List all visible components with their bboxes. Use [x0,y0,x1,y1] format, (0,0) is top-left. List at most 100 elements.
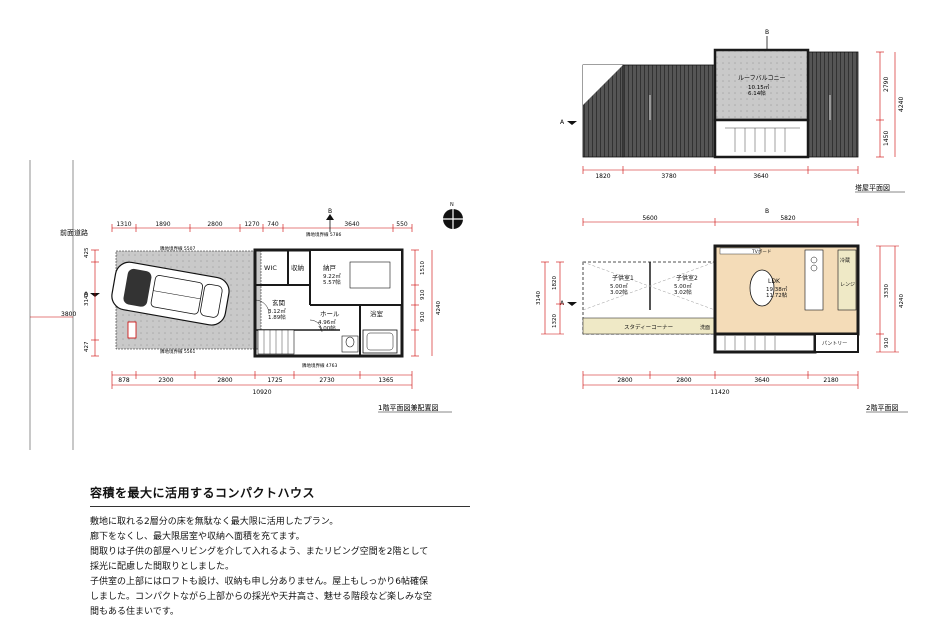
dining-table-icon [749,269,775,307]
floor1-dims-top [111,224,413,232]
floor2-dim-right-total: 4240 [899,294,905,308]
dim-bottom-total: 10920 [252,389,271,396]
kitchen-counter [804,249,824,311]
roof-dim-right-total: 4240 [898,97,905,112]
floor2-dim-bottom-total: 11420 [710,389,729,396]
section-mark-b: B [328,208,332,215]
dim-top-1: 1310 [116,221,131,228]
room-study: スタディーコーナー [624,323,673,331]
roof-dim-bottom-3: 3640 [753,173,768,180]
boundary-label-4: 隣地境界線 4763 [302,362,338,369]
room-washroom: 洗面 [700,324,710,331]
room-ldk: LDK [768,278,781,285]
floor2-dim-top-2: 5820 [780,215,795,222]
roof-dim-right-2: 1450 [883,131,890,146]
road-width: 3800 [61,311,76,318]
room-bath: 浴室 [370,309,384,318]
room-tv-board: TVボード [751,248,771,255]
dim-right-total: 4240 [436,301,442,315]
floor1-plan: 前面道路 3800 1310 1890 2800 1270 740 3640 5… [29,160,463,450]
floor2-dim-top-1: 5600 [642,215,657,222]
description-line: 間取りは子供の部屋へリビングを介して入れるよう、またリビング空間を2階として [90,547,429,557]
room-genkan: 玄関 [272,298,285,307]
boundary-label-3: 隣地境界線 5561 [160,348,196,355]
dim-left-3: 427 [84,341,90,352]
roof-stair-room [713,118,810,159]
dim-right-3: 910 [420,311,426,322]
dim-right-1: 1510 [420,261,426,275]
side-mark-a: A [84,291,89,298]
dim-left-2: 3140 [84,292,90,306]
room-fridge: 冷蔵 [840,257,850,264]
floor2-caption: 2階平面図 [866,403,898,412]
description-line: しました。コンパクトながら上部からの採光や天井高さ、魅せる階段など楽しみな空 [90,592,433,602]
dim-left-1: 425 [84,247,90,258]
roof-section-mark: B [765,29,769,36]
roof-balcony-name: ルーフバルコニー [738,75,786,82]
floor2-ldk [713,244,860,336]
dim-bottom-3: 2800 [217,377,232,384]
bathtub-icon [362,329,398,354]
room-range: レンジ [840,282,855,288]
description-line: 採光に配慮した間取りとしました。 [90,562,235,572]
room-nando: 納戸 [323,263,337,272]
room-wic: WIC [264,264,277,272]
roof-slope-right [807,51,859,158]
boundary-label-1: 隣地境界線 5507 [160,245,196,252]
roof-caption: 塔屋平面図 [855,183,890,192]
description-line: 敷地に取れる2層分の床を無駄なく最大限に活用したプラン。 [90,517,339,527]
toilet-icon [341,335,359,353]
description-title: 容積を最大に活用するコンパクトハウス [90,486,316,500]
floor2-section-mark: B [765,208,769,215]
dim-top-6: 3640 [344,221,359,228]
description-divider [90,506,470,507]
room-hall: ホール [320,310,340,318]
stairs-icon [257,329,295,355]
road-label: 前面道路 [60,228,88,237]
description-line: 廊下をなくし、最大限居室や収納へ面積を充てます。 [90,532,305,542]
dim-bottom-1: 878 [118,377,130,384]
section-arrow-icon [326,214,334,220]
floor2-dim-left-1: 1820 [552,276,558,290]
dim-top-2: 1890 [155,221,170,228]
description-line: 子供室の上部にはロフトも設け、収納も申し分ありません。屋上もしっかり6帖確保 [90,577,429,587]
roof-stairs-icon [725,127,800,152]
roof-slope-center [622,64,716,158]
dim-top-7: 550 [396,221,408,228]
mailbox-icon [127,321,137,339]
roof-dim-bottom-2: 3780 [661,173,676,180]
floor2-dim-bottom-3: 3640 [754,377,769,384]
dim-right-2: 910 [420,289,426,300]
description-block: 容積を最大に活用するコンパクトハウス 敷地に取れる2層分の床を無駄なく最大限に活… [90,484,470,620]
floor2-dim-bottom-4: 2180 [823,377,838,384]
floor2-dim-bottom-1: 2800 [617,377,632,384]
dim-bottom-2: 2300 [158,377,173,384]
dim-bottom-4: 1725 [267,377,282,384]
north-arrow-icon: N [443,202,463,229]
roof-dim-right-1: 2790 [883,77,890,92]
floor2-dim-left-2: 3140 [536,291,542,305]
dim-top-5: 740 [267,221,279,228]
floor1-walls [253,248,404,358]
description-line: 間もある住まいです。 [90,607,179,617]
dim-top-4: 1270 [244,221,259,228]
floor1-caption: 1階平面図兼配置図 [378,403,438,412]
floor2-dim-right-2: 910 [884,337,890,348]
room-kids1: 子供室1 [612,274,634,282]
room-storage: 収納 [291,263,304,272]
roof-dim-bottom-1: 1820 [595,173,610,180]
dim-bottom-5: 2730 [319,377,334,384]
floor2-dim-left-3: 1320 [552,314,558,328]
floor2-pantry [814,333,859,353]
floor2-dim-bottom-2: 2800 [676,377,691,384]
